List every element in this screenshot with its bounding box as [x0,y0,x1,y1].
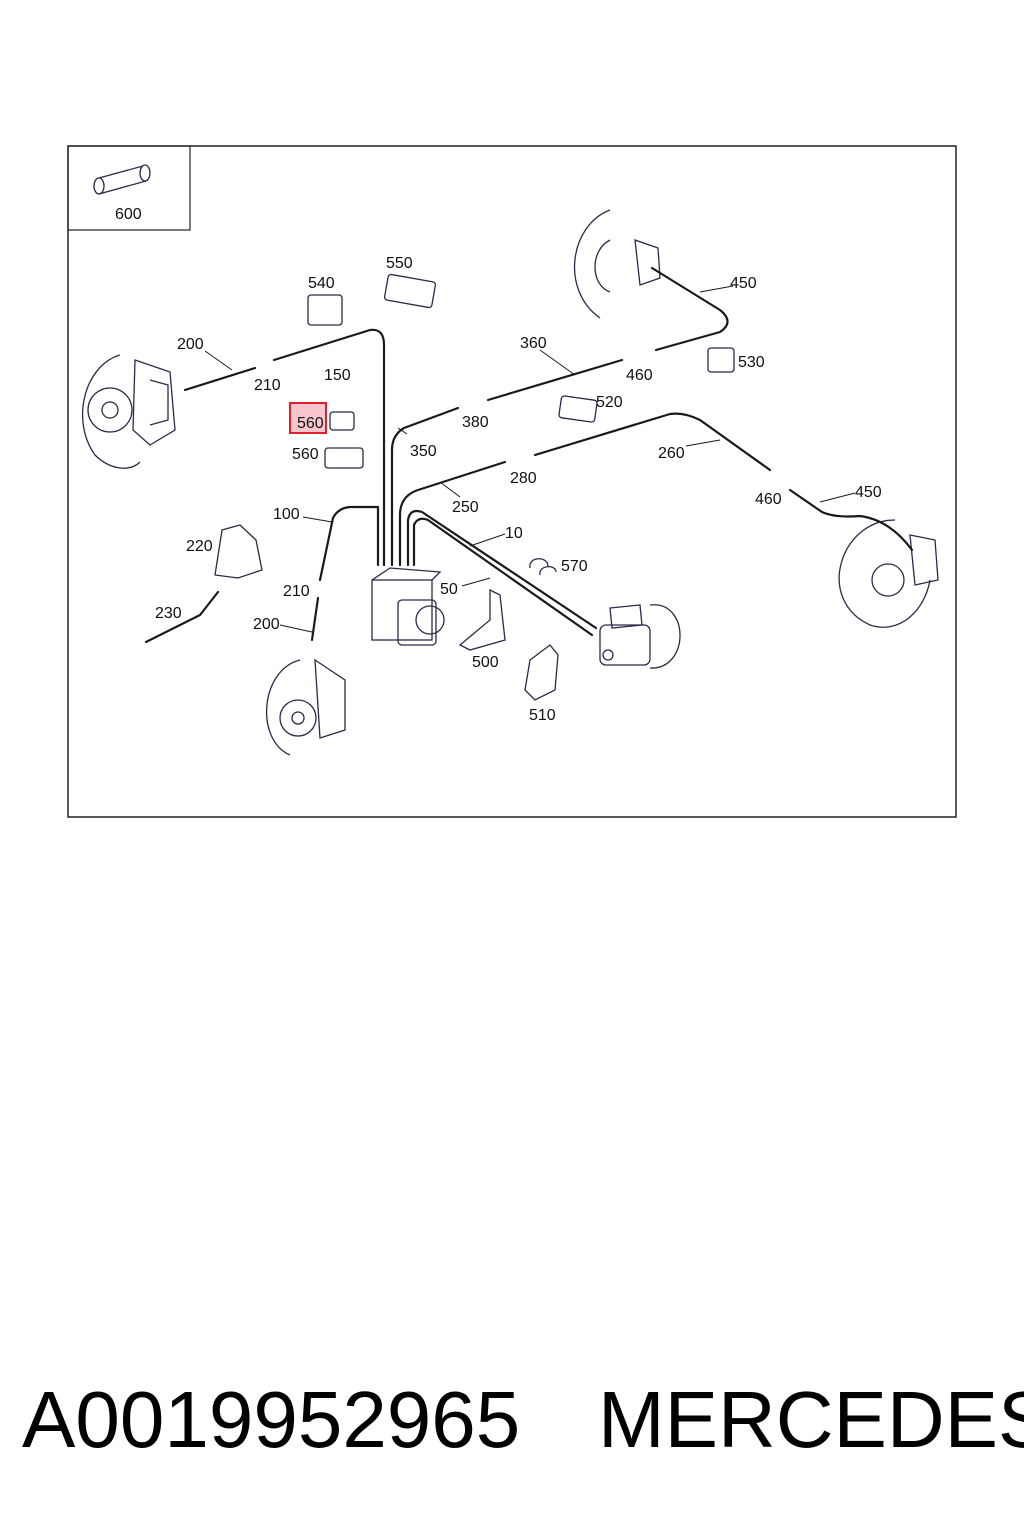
line-360 [486,358,624,402]
callout-280: 280 [510,470,537,487]
holder-220 [214,524,263,579]
callout-50: 50 [440,581,458,598]
line-450a [650,266,729,352]
line-350 [390,406,460,567]
line-450b [788,488,914,552]
callout-520: 520 [596,394,623,411]
rear-left-brake-disc [838,519,939,628]
callout-540: 540 [308,275,335,292]
line-10b [412,517,594,637]
callout-200: 200 [253,616,280,633]
callout-450: 450 [730,275,757,292]
callout-210: 210 [254,377,281,394]
callout-550: 550 [386,255,413,272]
callout-500: 500 [472,654,499,671]
bracket-500 [458,588,506,651]
line-10 [406,509,598,630]
brake-booster [599,604,681,669]
line-100 [318,505,380,582]
clip-560b [324,447,364,469]
callout-560-highlighted: 560 [297,415,324,432]
clip-560a [329,411,355,431]
callout-200: 200 [177,336,204,353]
callout-460: 460 [626,367,653,384]
callout-100: 100 [273,506,300,523]
line-250 [398,460,507,567]
callout-150: 150 [324,367,351,384]
line-260 [533,412,772,472]
callout-460: 460 [755,491,782,508]
highlight-box-560 [289,402,327,434]
rear-right-brake-disc [573,209,661,319]
clip-520 [558,395,598,423]
brand-name: MERCEDES [598,1375,1024,1464]
callout-10: 10 [505,525,523,542]
diagram-frame [67,145,957,818]
line-200b [310,596,320,642]
inset-frame [67,145,191,231]
callout-510: 510 [529,707,556,724]
callout-210: 210 [283,583,310,600]
callout-560: 560 [292,446,319,463]
front-right-brake-disc [265,658,346,756]
line-200a [183,366,257,392]
callout-260: 260 [658,445,685,462]
callout-350: 350 [410,443,437,460]
line-150 [272,328,386,567]
callout-530: 530 [738,354,765,371]
callout-360: 360 [520,335,547,352]
part-number: A0019952965 [22,1375,521,1464]
clip-550 [383,273,437,309]
clip-570 [529,558,557,576]
callout-230: 230 [155,605,182,622]
callout-450: 450 [855,484,882,501]
wire-230 [144,590,220,644]
sleeve-600 [93,164,151,195]
callout-250: 250 [452,499,479,516]
callout-570: 570 [561,558,588,575]
clip-530 [707,347,735,373]
clip-540 [307,294,343,326]
callout-380: 380 [462,414,489,431]
front-left-brake-disc [81,354,176,469]
callout-220: 220 [186,538,213,555]
bracket-510 [524,644,559,701]
callout-600: 600 [115,206,142,223]
abs-unit [371,567,445,646]
leader-lines [204,285,856,633]
